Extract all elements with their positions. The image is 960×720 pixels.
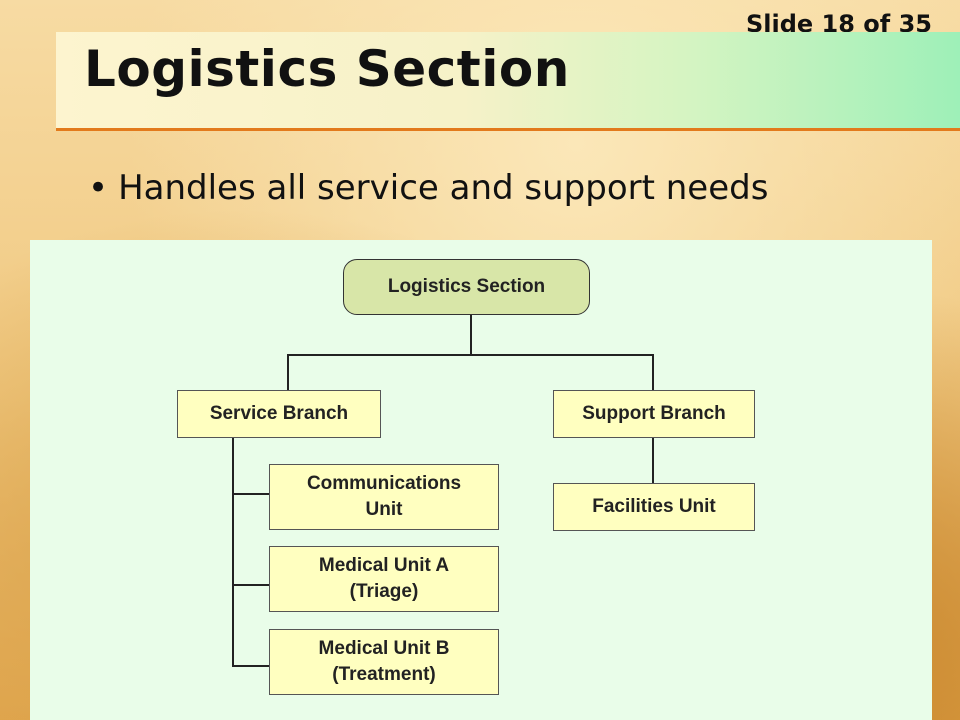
connector-support-unit [652, 438, 654, 483]
connector-branch-bar [287, 354, 654, 356]
org-box-label-line1: Communications [306, 473, 462, 494]
org-chart-panel: Logistics Section Service Branch Support… [30, 240, 932, 720]
org-box-label: Support Branch [582, 403, 726, 424]
bullet-point: •Handles all service and support needs [88, 168, 768, 208]
bullet-dot-icon: • [88, 168, 109, 208]
org-box-medical-unit-b: Medical Unit B (Treatment) [269, 629, 499, 695]
org-box-label-line2: (Triage) [349, 581, 419, 602]
connector-support-down [652, 354, 654, 390]
org-box-service-branch: Service Branch [177, 390, 381, 438]
connector-unit-3 [232, 665, 270, 667]
org-box-support-branch: Support Branch [553, 390, 755, 438]
org-box-label: Service Branch [209, 403, 349, 424]
org-box-label-line1: Medical Unit A [318, 555, 450, 576]
org-box-label: Facilities Unit [592, 496, 716, 517]
bullet-text: Handles all service and support needs [118, 168, 769, 208]
org-box-logistics-section: Logistics Section [343, 259, 590, 315]
connector-service-down [287, 354, 289, 390]
connector-service-spine [232, 438, 234, 666]
connector-unit-2 [232, 584, 270, 586]
org-box-communications-unit: Communications Unit [269, 464, 499, 530]
org-box-label: Logistics Section [387, 276, 546, 297]
connector-root-down [470, 315, 472, 355]
org-box-label-line2: (Treatment) [332, 664, 436, 685]
org-box-label-line2: Unit [365, 499, 403, 520]
org-box-medical-unit-a: Medical Unit A (Triage) [269, 546, 499, 612]
slide-title: Logistics Section [84, 40, 570, 98]
title-band [56, 32, 960, 131]
org-box-facilities-unit: Facilities Unit [553, 483, 755, 531]
connector-unit-1 [232, 493, 270, 495]
org-box-label-line1: Medical Unit B [318, 638, 450, 659]
